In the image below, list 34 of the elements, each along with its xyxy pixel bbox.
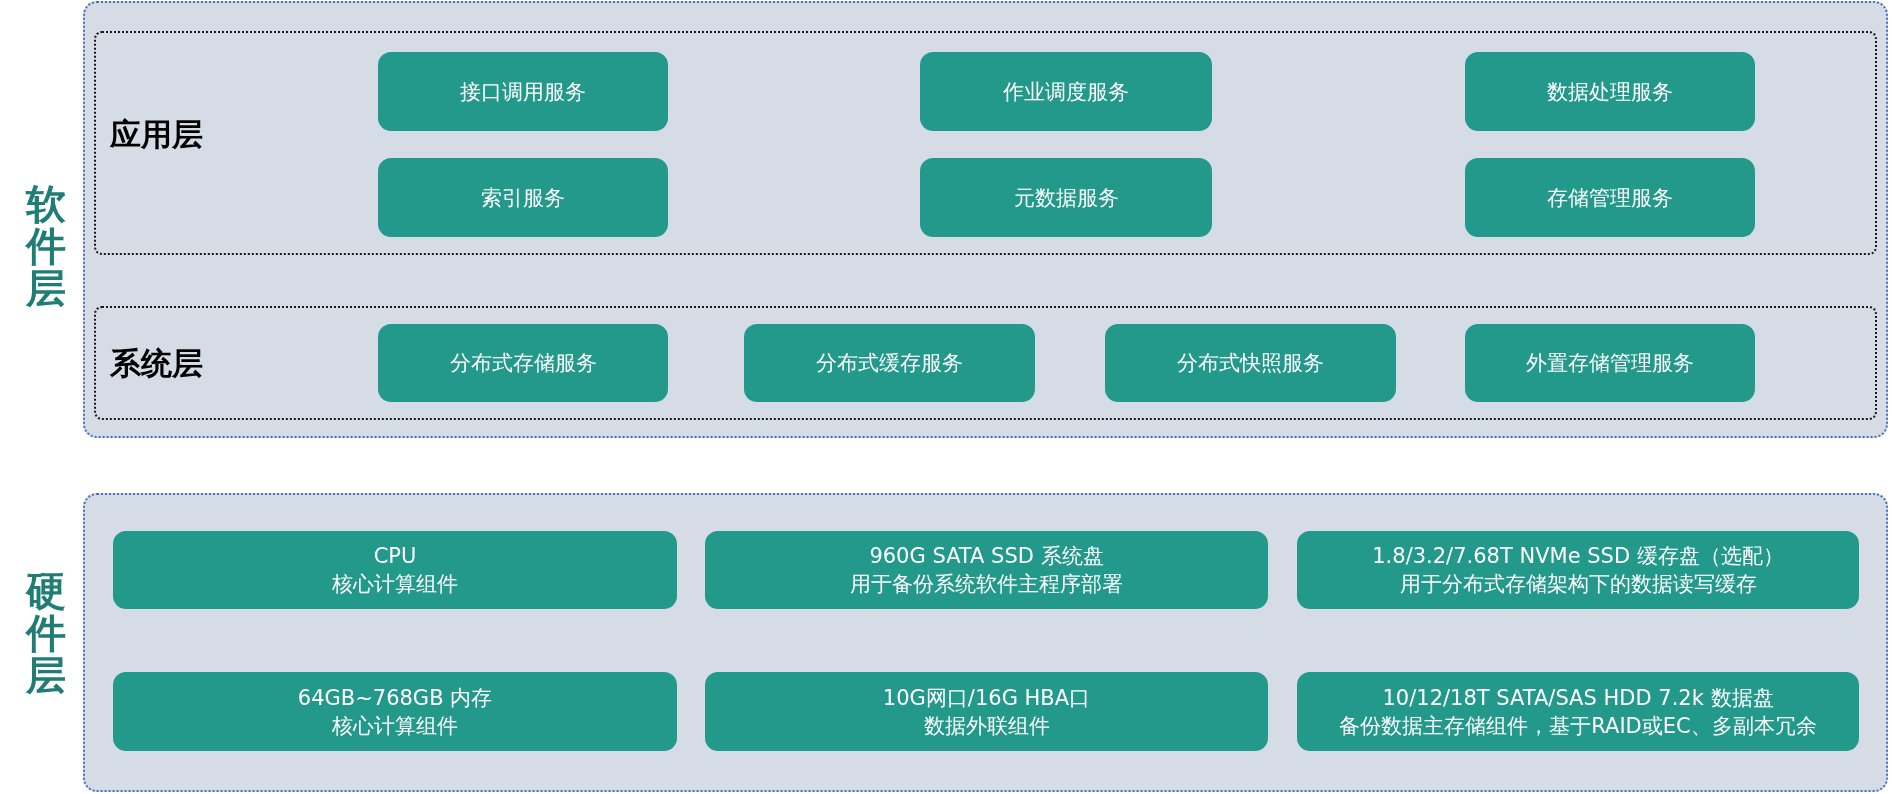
component-name: 1.8/3.2/7.68T NVMe SSD 缓存盘（选配） [1372, 543, 1784, 570]
component-description: 数据外联组件 [923, 712, 1050, 740]
component-name: 64GB~768GB 内存 [297, 684, 493, 712]
service-box: 分布式缓存服务 [744, 324, 1035, 402]
layer-title: 应用层 [110, 115, 203, 154]
component-name: CPU [373, 543, 417, 570]
component-description: 备份数据主存储组件，基于RAID或EC、多副本冗余 [1339, 712, 1817, 740]
component-box [113, 672, 677, 751]
component-box [1297, 672, 1859, 751]
layer-title: 系统层 [110, 344, 203, 383]
component-description: 用于分布式存储架构下的数据读写缓存 [1399, 571, 1757, 598]
service-box: 元数据服务 [920, 158, 1212, 237]
component-name: 960G SATA SSD 系统盘 [869, 543, 1104, 570]
component-name: 10G网口/16G HBA口 [882, 684, 1091, 712]
component-description: 核心计算组件 [332, 712, 458, 740]
component-description: 核心计算组件 [332, 571, 458, 598]
dotted-frame [94, 306, 1877, 420]
service-box: 分布式快照服务 [1105, 324, 1396, 402]
component-box [705, 672, 1268, 751]
component-box [113, 531, 677, 609]
component-description: 用于备份系统软件主程序部署 [850, 571, 1123, 598]
layer-title: 硬件层 [25, 570, 67, 696]
component-box [1297, 531, 1859, 609]
layer-title: 软件层 [25, 183, 67, 309]
service-box: 索引服务 [378, 158, 668, 237]
service-box: 接口调用服务 [378, 52, 668, 131]
service-box: 数据处理服务 [1465, 52, 1755, 131]
service-box: 存储管理服务 [1465, 158, 1755, 237]
service-box: 外置存储管理服务 [1465, 324, 1755, 402]
component-box [705, 531, 1268, 609]
dotted-frame [94, 31, 1877, 255]
service-box: 作业调度服务 [920, 52, 1212, 131]
service-box: 分布式存储服务 [378, 324, 668, 402]
component-name: 10/12/18T SATA/SAS HDD 7.2k 数据盘 [1382, 684, 1774, 712]
